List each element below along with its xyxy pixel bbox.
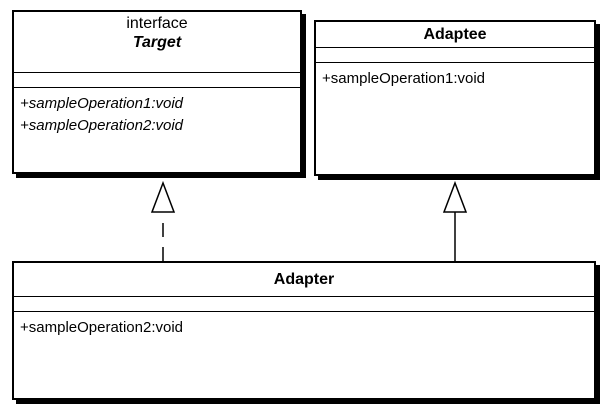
class-target-header: interface Target — [14, 12, 300, 73]
realization-arrowhead — [150, 180, 176, 213]
class-target-operations: +sampleOperation1:void +sampleOperation2… — [14, 88, 300, 137]
class-adaptee-name: Adaptee — [423, 26, 487, 43]
class-adapter-attributes — [14, 297, 594, 312]
class-target[interactable]: interface Target +sampleOperation1:void … — [12, 10, 302, 174]
class-target-name: Target — [132, 34, 182, 51]
class-adapter-name: Adapter — [273, 271, 335, 288]
class-adaptee-attributes — [316, 48, 594, 63]
class-adaptee-header: Adaptee — [316, 22, 594, 48]
class-target-stereotype: interface — [126, 15, 188, 32]
operation: +sampleOperation2:void — [20, 319, 184, 336]
class-adapter-header: Adapter — [14, 263, 594, 297]
class-adaptee-operations: +sampleOperation1:void — [316, 63, 594, 90]
class-adapter[interactable]: Adapter +sampleOperation2:void — [12, 261, 596, 400]
class-adaptee[interactable]: Adaptee +sampleOperation1:void — [314, 20, 596, 176]
operation: +sampleOperation2:void — [20, 117, 184, 134]
class-target-attributes — [14, 73, 300, 88]
generalization-arrowhead — [442, 180, 468, 213]
operation: +sampleOperation1:void — [20, 95, 184, 112]
operation: +sampleOperation1:void — [322, 70, 486, 87]
class-adapter-operations: +sampleOperation2:void — [14, 312, 594, 339]
